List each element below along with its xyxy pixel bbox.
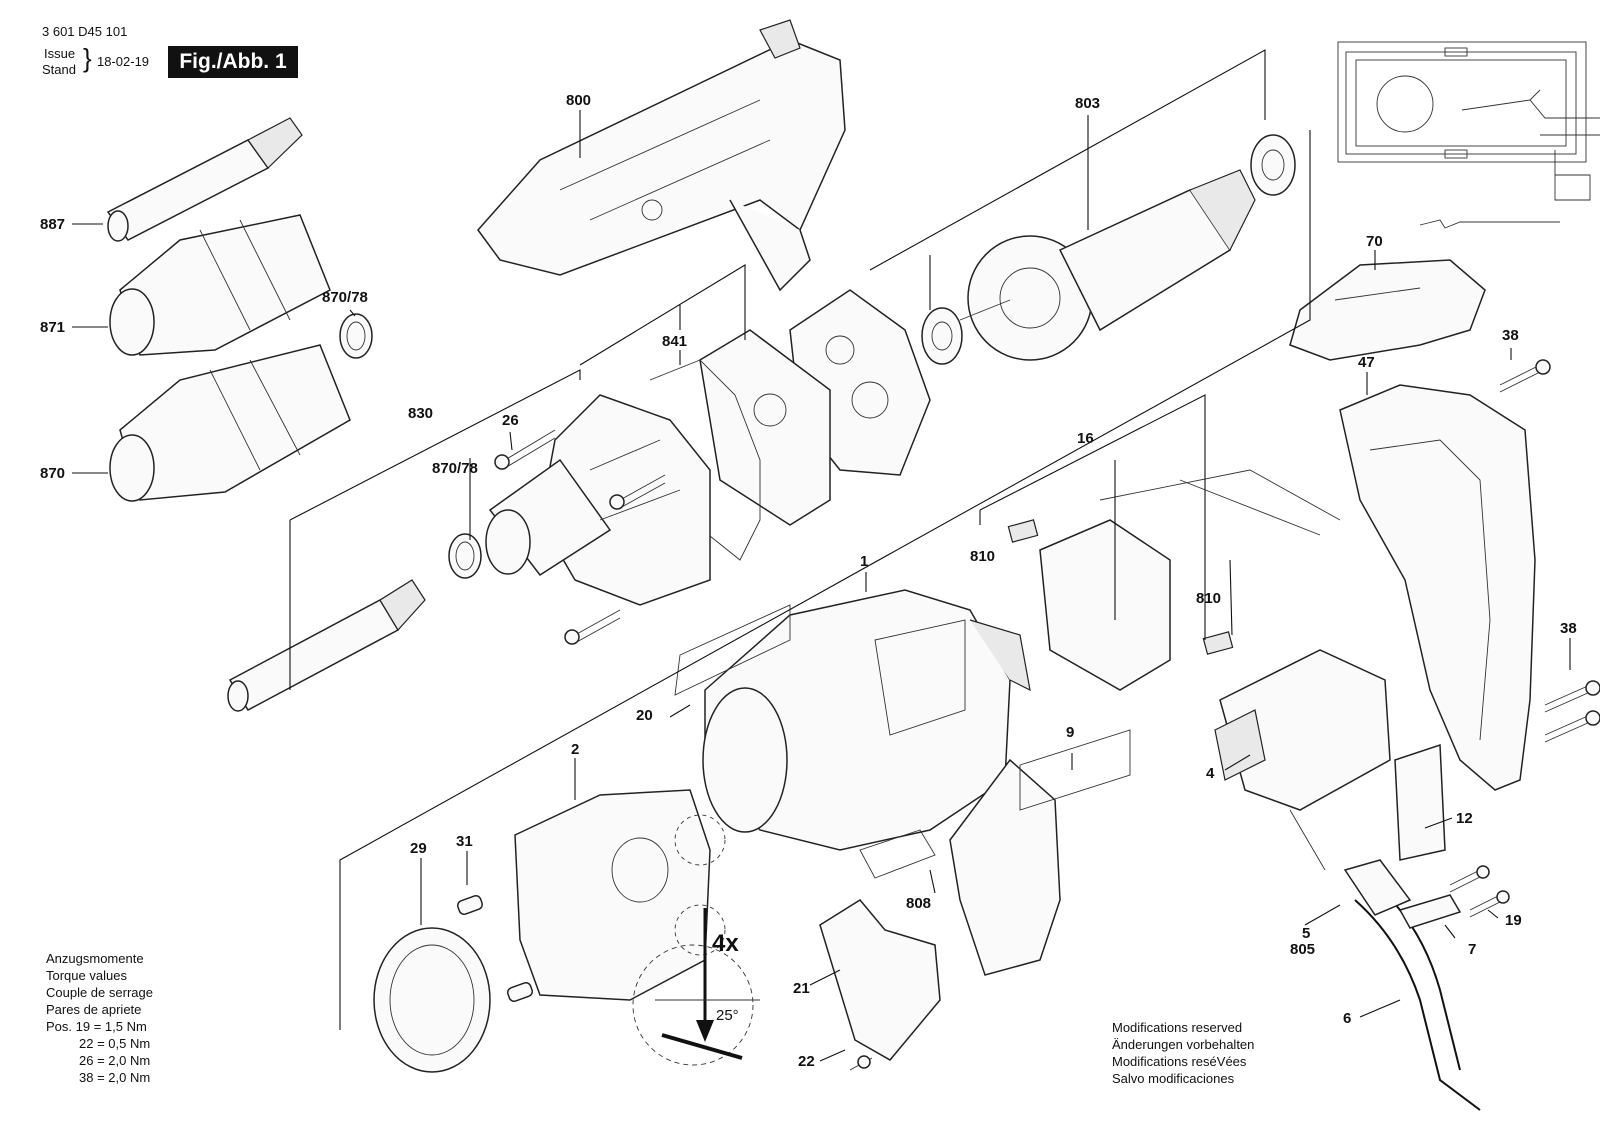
torque-title-fr: Couple de serrage: [46, 985, 153, 1000]
wiring-diagram: [1337, 41, 1600, 229]
handle-47: [1339, 384, 1536, 791]
torque-title-es: Pares de apriete: [46, 1002, 142, 1017]
callout-6: 6: [1343, 1010, 1352, 1027]
leader-lines: [72, 49, 1571, 1062]
callout-31: 31: [456, 833, 473, 850]
brace-symbol: }: [83, 43, 92, 73]
torque-pos-19: Pos. 19 = 1,5 Nm: [46, 1019, 147, 1034]
gear-housing-830: [485, 394, 711, 606]
bit-holder-long: [227, 579, 426, 712]
torque-pos-26: 26 = 2,0 Nm: [79, 1053, 151, 1068]
figure-label: Fig./Abb. 1: [168, 46, 298, 78]
pins-31: [456, 894, 534, 1003]
torque-pos-38: 38 = 2,0 Nm: [79, 1070, 151, 1085]
callout-29: 29: [410, 840, 427, 857]
label-20: [674, 604, 791, 696]
ring-870-78-bottom: [448, 533, 482, 579]
callout-7: 7: [1468, 941, 1477, 958]
callout-841: 841: [662, 333, 688, 350]
screw-attachment-800: [477, 19, 846, 292]
callout-810-left: 810: [970, 548, 996, 565]
callout-871: 871: [40, 319, 66, 336]
quantity-4x: 4x: [712, 930, 739, 957]
torque-title-de: Anzugsmomente: [46, 951, 144, 966]
switch-4: [1214, 649, 1391, 871]
callout-5: 5: [1302, 925, 1311, 942]
angle-25: 25°: [716, 1007, 739, 1024]
callout-22: 22: [798, 1053, 815, 1070]
motor-housing-1: [702, 589, 1061, 976]
callout-870: 870: [40, 465, 66, 482]
label-808: [859, 829, 936, 879]
ring-870-78-top: [339, 313, 373, 359]
callout-810-right: 810: [1196, 590, 1222, 607]
depth-locator-871: [109, 214, 331, 356]
bearing-803-front: [921, 307, 963, 365]
document-number: 3 601 D45 101: [42, 24, 128, 39]
depth-locator-870: [109, 344, 351, 502]
callout-803: 803: [1075, 95, 1101, 112]
screws-38: [1499, 359, 1600, 743]
capacitor-12: [1394, 743, 1446, 861]
bearing-803-rear: [1250, 134, 1296, 196]
detail-angle-view: [632, 908, 760, 1066]
brush-holder-16: [1007, 469, 1341, 691]
baffle-841: [649, 329, 831, 561]
callout-800: 800: [566, 92, 592, 109]
modifications-fr: Modifications reséVées: [1112, 1054, 1247, 1069]
torque-pos-22: 22 = 0,5 Nm: [79, 1036, 151, 1051]
cable-6: [1343, 859, 1481, 1111]
stand-label: Stand: [42, 62, 76, 77]
cover-21: [819, 899, 941, 1061]
cover-70: [1289, 259, 1486, 361]
callout-21: 21: [793, 980, 810, 997]
torque-title-en: Torque values: [46, 968, 127, 983]
screw-22: [849, 1055, 873, 1071]
callout-2: 2: [571, 741, 580, 758]
screws-19: [1449, 865, 1510, 918]
callout-830: 830: [408, 405, 434, 422]
label-9: [1019, 729, 1131, 811]
bit-holder-887: [106, 117, 303, 242]
issue-date: 18-02-19: [97, 54, 150, 69]
baffle-29: [373, 927, 491, 1073]
screw-26: [494, 429, 666, 645]
callout-1: 1: [860, 553, 869, 570]
callout-9: 9: [1066, 724, 1075, 741]
callout-19: 19: [1505, 912, 1522, 929]
callout-805: 805: [1290, 941, 1316, 958]
callout-20: 20: [636, 707, 653, 724]
cable-clamp-7: [1398, 894, 1462, 929]
callout-47: 47: [1358, 354, 1375, 371]
callout-26: 26: [502, 412, 519, 429]
modifications-es: Salvo modificaciones: [1112, 1071, 1235, 1086]
callout-4: 4: [1206, 765, 1215, 782]
modifications-de: Änderungen vorbehalten: [1112, 1037, 1255, 1052]
callout-16: 16: [1077, 430, 1094, 447]
callout-808: 808: [906, 895, 932, 912]
issue-label: Issue: [44, 46, 76, 61]
callout-70: 70: [1366, 233, 1383, 250]
callout-870-78-bottom: 870/78: [432, 460, 478, 477]
callout-870-78-top: 870/78: [322, 289, 368, 306]
modifications-en: Modifications reserved: [1112, 1020, 1243, 1035]
callout-887: 887: [40, 216, 66, 233]
callout-38-right: 38: [1560, 620, 1577, 637]
field-2: [514, 789, 726, 1001]
callout-12: 12: [1456, 810, 1473, 827]
armature-803: [959, 169, 1256, 361]
callout-38-top: 38: [1502, 327, 1519, 344]
